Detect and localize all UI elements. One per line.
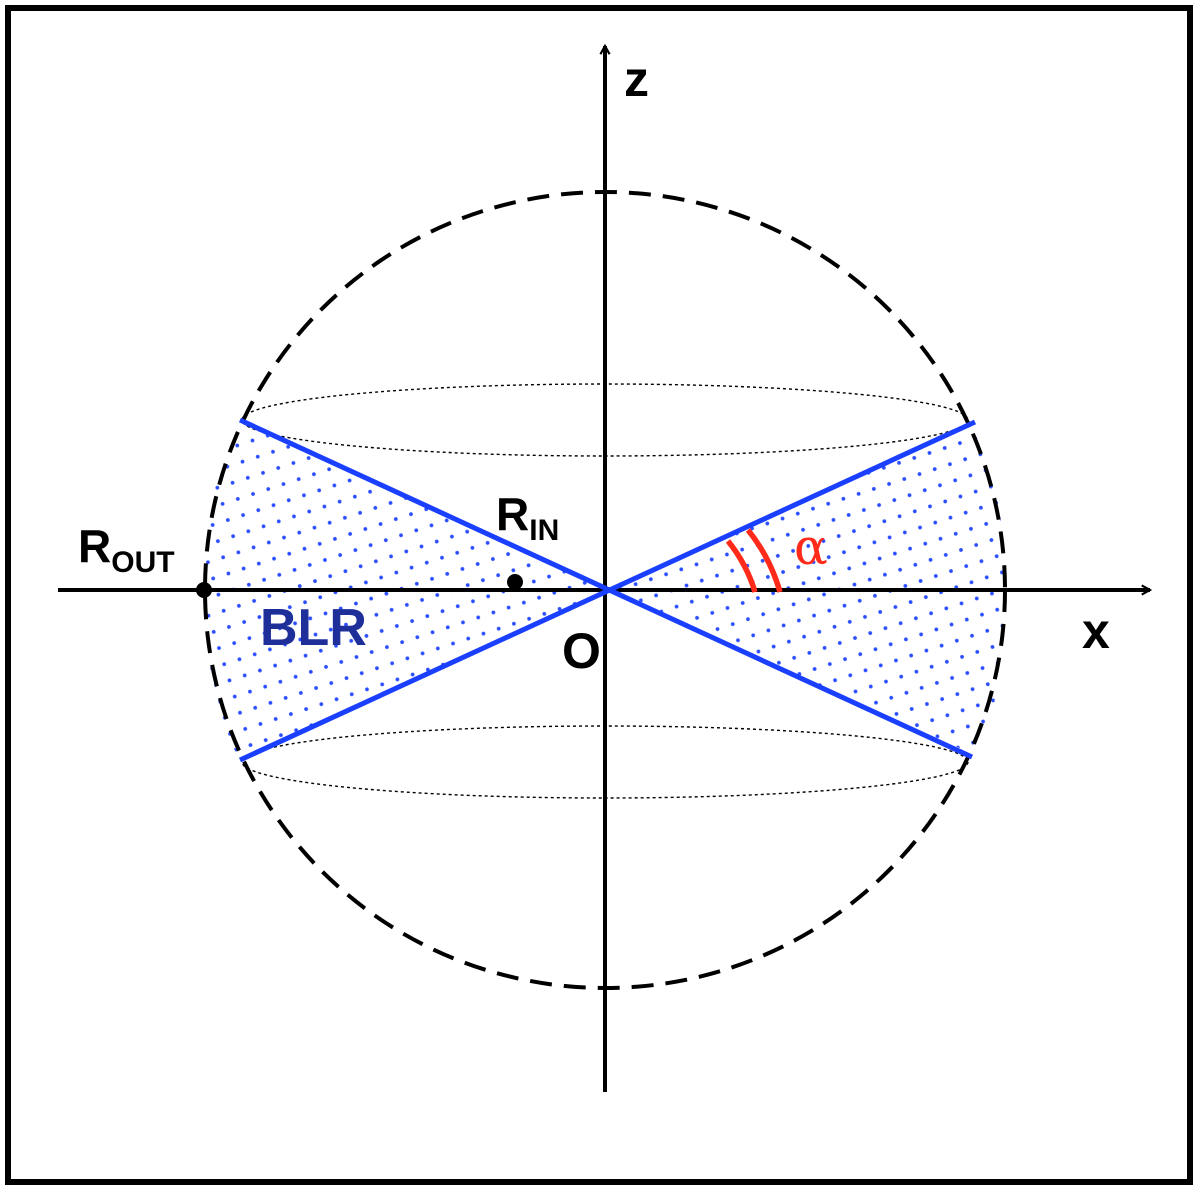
z-axis-label: z [624, 51, 649, 107]
r-out-label: ROUT [78, 520, 175, 579]
angle-arc-outer [745, 528, 783, 593]
origin-label: O [562, 623, 601, 679]
cone-line-upper-left-to-lower-right [238, 417, 974, 760]
figure-frame [5, 5, 1193, 1185]
r-in-label: RIN [496, 488, 559, 547]
alpha-angle-label: α [794, 518, 828, 576]
angle-arc-inner [725, 539, 758, 593]
x-axis-label: x [1082, 603, 1110, 659]
r-in-point [507, 574, 523, 590]
r-out-point [196, 582, 212, 598]
cone-line-lower-left-to-upper-right [238, 419, 977, 763]
blr-region-label: BLR [260, 599, 367, 657]
